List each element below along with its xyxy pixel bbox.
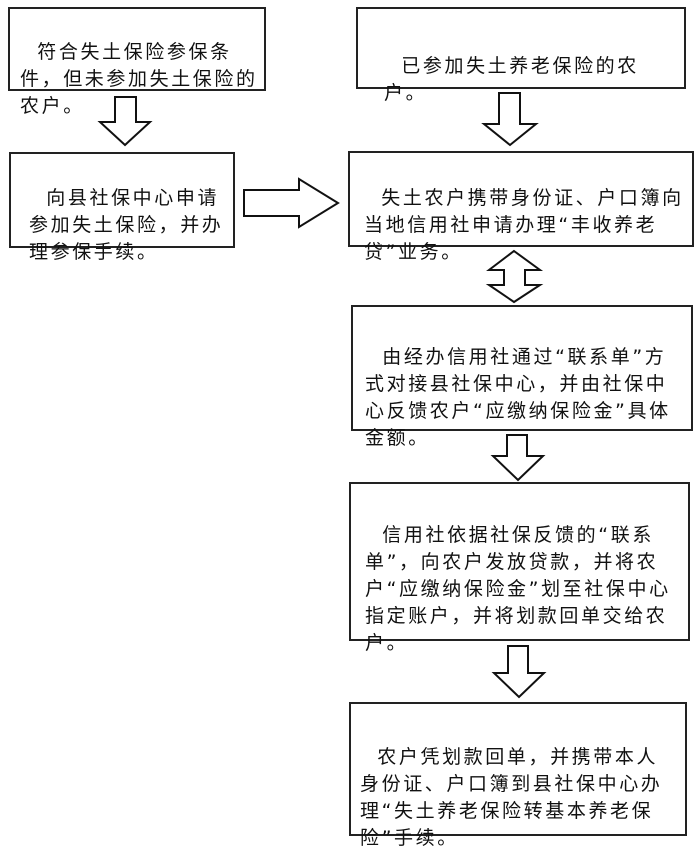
- flow-box-right-apply-loan: 失土农户携带身份证、户口簿向当地信用社申请办理“丰收养老贷”业务。: [348, 151, 694, 263]
- box-text: 农户凭划款回单，并携带本人身份证、户口簿到县社保中心办理“失土养老保险转基本养老…: [360, 746, 663, 849]
- flow-box-left-apply-insurance: 向县社保中心申请参加失土保险，并办理参保手续。: [9, 152, 235, 263]
- arrow-down-icon: [481, 92, 539, 147]
- box-text: 符合失土保险参保条件，但未参加失土保险的农户。: [20, 41, 258, 117]
- arrow-down-icon: [97, 96, 153, 147]
- flow-box-right-insured-farmers: 已参加失土养老保险的农户。: [356, 7, 686, 104]
- flow-box-left-eligible-farmers: 符合失土保险参保条件，但未参加失土保险的农户。: [8, 7, 266, 117]
- box-text: 失土农户携带身份证、户口簿向当地信用社申请办理“丰收养老贷”业务。: [364, 187, 684, 263]
- box-text: 由经办信用社通过“联系单”方式对接县社保中心，并由社保中心反馈农户“应缴纳保险金…: [365, 346, 671, 449]
- flow-box-right-transfer-procedure: 农户凭划款回单，并携带本人身份证、户口簿到县社保中心办理“失土养老保险转基本养老…: [349, 702, 687, 849]
- arrow-right-icon: [243, 177, 340, 229]
- arrow-down-icon: [490, 434, 546, 482]
- arrow-down-icon: [491, 645, 547, 699]
- flow-box-right-issue-loan: 信用社依据社保反馈的“联系单”，向农户发放贷款，并将农户“应缴纳保险金”划至社保…: [349, 482, 690, 654]
- box-text: 向县社保中心申请参加失土保险，并办理参保手续。: [29, 187, 224, 263]
- box-text: 信用社依据社保反馈的“联系单”，向农户发放贷款，并将农户“应缴纳保险金”划至社保…: [365, 524, 671, 654]
- box-text: 已参加失土养老保险的农户。: [384, 55, 639, 104]
- arrow-up-down-icon: [485, 249, 544, 304]
- flow-box-right-contact-form: 由经办信用社通过“联系单”方式对接县社保中心，并由社保中心反馈农户“应缴纳保险金…: [351, 305, 693, 449]
